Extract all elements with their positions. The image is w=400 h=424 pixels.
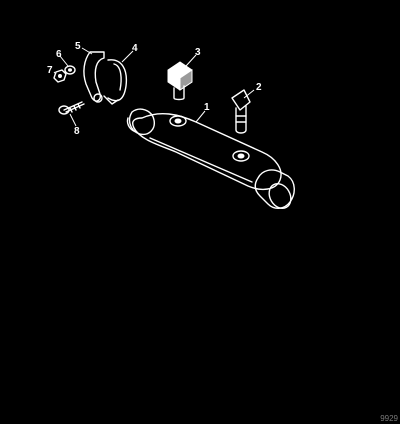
cooler-body: [126, 108, 295, 210]
leader-lines: [53, 47, 255, 127]
elbow-fitting: [167, 61, 193, 101]
callout-3: 3: [195, 47, 201, 58]
mounting-bracket: [83, 51, 105, 103]
callout-4: 4: [132, 43, 138, 54]
callout-2: 2: [256, 82, 262, 93]
callout-8: 8: [74, 126, 80, 137]
hose-barb-fitting: [231, 89, 251, 134]
callout-5: 5: [75, 41, 81, 52]
bolt: [58, 101, 85, 115]
callout-labels: 1 2 3 4 5 6 7 8: [47, 41, 262, 137]
callout-7: 7: [47, 65, 53, 76]
callout-1: 1: [204, 102, 210, 113]
reference-code: 9929: [380, 414, 398, 423]
washer: [64, 65, 76, 75]
mounting-clamp: [103, 59, 128, 105]
callout-6: 6: [56, 49, 62, 60]
nut: [53, 69, 67, 83]
